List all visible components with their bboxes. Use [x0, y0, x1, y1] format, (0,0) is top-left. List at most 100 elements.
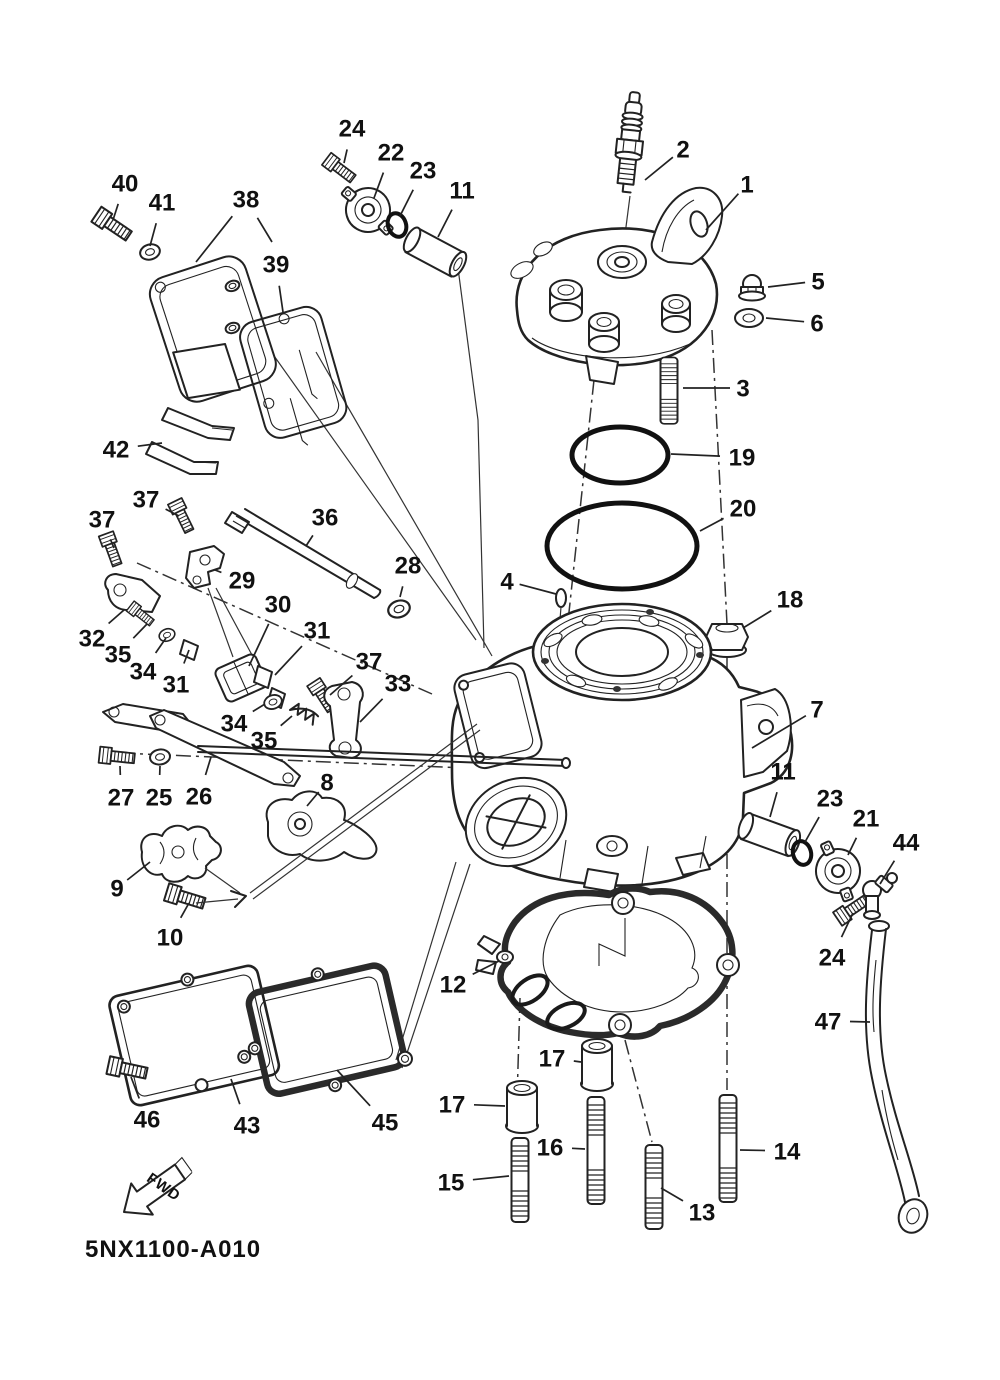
part-label-35: 35: [251, 728, 278, 755]
bolt-24-top: [321, 151, 359, 186]
part-label-17: 17: [539, 1046, 566, 1073]
part-label-38: 38: [233, 187, 260, 214]
part-label-19: 19: [729, 445, 756, 472]
part-label-24: 24: [819, 945, 846, 972]
part-label-15: 15: [438, 1170, 465, 1197]
leader-line-47: [849, 1020, 871, 1023]
leader-line-17: [473, 1103, 506, 1107]
part-label-35: 35: [105, 642, 132, 669]
leader-line-20: [699, 517, 725, 532]
leader-line-34: [252, 703, 266, 713]
leader-line-24: [343, 149, 348, 164]
washer-34-a: [156, 625, 178, 645]
collar-17-upper: [580, 1038, 614, 1092]
leader-line-6: [765, 317, 805, 323]
o-ring-23-top: [385, 211, 409, 239]
leader-line-18: [742, 609, 772, 629]
stud-16: [586, 1096, 606, 1205]
part-label-31: 31: [163, 672, 190, 699]
leader-line-44: [879, 860, 896, 885]
leader-line-13: [660, 1187, 684, 1202]
head-bottom-tab: [585, 355, 619, 385]
part-label-20: 20: [730, 496, 757, 523]
part-label-11: 11: [449, 178, 474, 205]
part-label-23: 23: [410, 158, 437, 185]
leader-line-39: [278, 285, 284, 313]
gasket-fork-ears: [475, 935, 501, 975]
leader-line-26: [204, 756, 212, 776]
dowel-11-right: [737, 812, 802, 858]
part-label-39: 39: [263, 252, 290, 279]
valve-housing-21: [810, 838, 866, 905]
center-line-head-to-cylinder: [565, 351, 598, 641]
dowel-pin-4: [555, 588, 567, 646]
bracket-to-holder-lines: [207, 587, 253, 658]
part-label-5: 5: [811, 269, 824, 296]
part-label-8: 8: [320, 770, 333, 797]
spring-35-b: [289, 702, 320, 726]
valve-housing-22: [338, 176, 398, 246]
acorn-nut: [738, 274, 766, 302]
part-label-43: 43: [234, 1113, 261, 1140]
stud-13: [644, 1144, 664, 1230]
washer-25: [148, 747, 172, 767]
reed-gasket-45: [245, 962, 413, 1097]
alignment-line-reed-cover: [401, 863, 471, 1069]
leader-line-35: [132, 623, 148, 639]
alignment-line-reed-gasket: [395, 861, 457, 1061]
part-label-41: 41: [149, 190, 176, 217]
washer-28: [384, 596, 414, 622]
part-label-7: 7: [810, 697, 823, 724]
part-label-34: 34: [130, 659, 157, 686]
valve-cover-gasket-39: [239, 305, 348, 446]
leader-line-35: [280, 715, 293, 727]
valve-cover-38: [148, 255, 277, 403]
part-label-11: 11: [770, 759, 795, 786]
part-label-34: 34: [221, 711, 248, 738]
part-label-18: 18: [777, 587, 804, 614]
diagram-code: 5NX1100-A010: [85, 1236, 261, 1263]
part-label-33: 33: [385, 671, 412, 698]
part-label-44: 44: [893, 830, 920, 857]
part-label-21: 21: [853, 806, 880, 833]
center-line-head-to-nut: [711, 329, 728, 625]
leader-line-2: [644, 156, 674, 181]
part-label-9: 9: [110, 876, 123, 903]
part-label-29: 29: [229, 568, 256, 595]
gasket-relief-mark: [598, 918, 626, 966]
center-line-gasket-to-stud13: [624, 1039, 653, 1143]
leader-line-1: [705, 193, 740, 231]
leader-line-12: [472, 960, 500, 975]
part-label-32: 32: [79, 626, 106, 653]
power-valve-cover: [453, 662, 543, 770]
stopper-bracket-9: [140, 824, 222, 883]
part-label-40: 40: [112, 171, 139, 198]
part-label-4: 4: [500, 569, 514, 596]
head-stud-towers: [549, 279, 691, 353]
head-bracket: [650, 186, 724, 265]
breather-joint-44: [862, 872, 898, 920]
leader-line-42: [137, 442, 163, 448]
part-label-28: 28: [395, 553, 422, 580]
governor-shaft-36: [224, 508, 382, 599]
part-label-30: 30: [265, 592, 292, 619]
part-label-22: 22: [378, 140, 405, 167]
bolt-37-a: [167, 497, 198, 536]
part-label-36: 36: [312, 505, 339, 532]
alignment-line-dowel11: [457, 267, 485, 649]
part-label-12: 12: [440, 972, 467, 999]
leader-line-37: [165, 508, 180, 517]
leader-line-28: [399, 586, 404, 598]
center-line-linkage: [136, 562, 433, 695]
governor-fork-42: [145, 407, 235, 475]
leader-line-21: [847, 837, 858, 856]
part-label-10: 10: [157, 925, 184, 952]
stud-15: [510, 1137, 530, 1223]
leader-line-46: [130, 1076, 140, 1099]
leader-line-23: [804, 816, 820, 843]
leader-line-9: [126, 861, 151, 881]
exhaust-flange: [464, 776, 568, 868]
